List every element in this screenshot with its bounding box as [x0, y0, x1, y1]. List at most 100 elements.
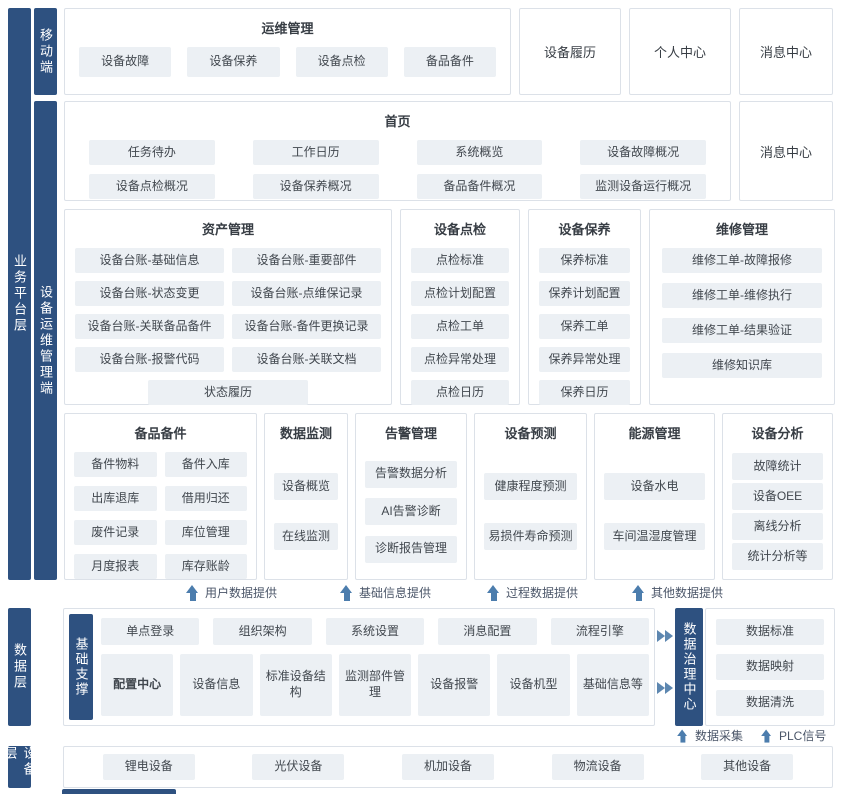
diagram-node: 设备台账-重要部件: [232, 248, 381, 273]
diagram-node: AI告警诊断: [365, 498, 457, 525]
panel-message-center-mobile: 消息中心: [739, 8, 833, 95]
data-flow-arrows: 用户数据提供 基础信息提供 过程数据提供 其他数据提供: [8, 580, 833, 608]
diagram-node: 故障统计: [732, 453, 823, 480]
layer-label-mobile: 移动端: [34, 8, 57, 95]
section-title: 数据监测: [279, 426, 332, 441]
diagram-node: 备件入库: [164, 452, 247, 477]
diagram-node: 出库退库: [74, 486, 157, 511]
up-arrow-icon: [186, 584, 199, 601]
home-items: 任务待办 工作日历 系统概览 设备故障概况 设备点检概况 设备保养概况 备品备件…: [65, 138, 730, 199]
diagram-node: 诊断报告管理: [365, 535, 457, 563]
section-title: 设备预测: [504, 426, 557, 441]
up-arrow-icon: [487, 584, 500, 601]
panel-spare-parts: 备品备件 备件物料 备件入库 出库退库 借用归还 废件记录 库位管理 月度报表 …: [64, 413, 257, 580]
diagram-node: 离线分析: [732, 513, 823, 540]
double-chevron-right-icon: [657, 682, 673, 694]
diagram-node: 设备OEE: [732, 483, 823, 510]
flow-label: 其他数据提供: [651, 586, 724, 600]
predict-items: 健康程度预测 易损件寿命预测: [475, 450, 586, 579]
repair-items: 维修工单-故障报修 维修工单-维修执行 维修工单-结果验证 维修知识库: [650, 246, 834, 378]
flow-label: 基础信息提供: [359, 586, 432, 600]
panel-data-governance: 数据标准 数据映射 数据清洗: [705, 608, 835, 726]
diagram-node: 数据清洗: [716, 689, 824, 716]
diagram-node: 设备故障概况: [580, 140, 706, 165]
diagram-node: 维修工单-维修执行: [662, 283, 822, 308]
diagram-node: 点检工单: [411, 314, 509, 339]
business-platform-content: 移动端 运维管理 设备故障 设备保养 设备点检 备品备件 设备履历 个人中心 消…: [34, 8, 835, 580]
section-title: 维修管理: [715, 222, 768, 237]
flow-arrow-group: PLC信号: [760, 727, 826, 744]
up-arrow-icon: [761, 728, 772, 743]
section-title: 运维管理: [261, 21, 314, 36]
diagram-node: 系统设置: [325, 618, 425, 645]
diagram-node: 设备故障: [79, 47, 172, 77]
diagram-node: 点检日历: [411, 380, 509, 405]
section-title: 设备分析: [751, 426, 804, 441]
diagram-node: 维修工单-故障报修: [662, 248, 822, 273]
platform-row-home: 首页 任务待办 工作日历 系统概览 设备故障概况 设备点检概况 设备保养概况 备…: [64, 101, 833, 201]
equipment-content: 锂电设备 光伏设备 机加设备 物流设备 其他设备: [63, 746, 833, 788]
diagram-node: 监测设备运行概况: [580, 174, 706, 199]
panel-inspection: 设备点检 点检标准 点检计划配置 点检工单 点检异常处理 点检日历: [400, 209, 520, 405]
layer-label-business-platform: 业务平台层: [8, 8, 31, 580]
panel-home: 首页 任务待办 工作日历 系统概览 设备故障概况 设备点检概况 设备保养概况 备…: [64, 101, 731, 201]
diagram-node: 数据标准: [716, 618, 824, 645]
monitor-items: 设备概览 在线监测: [265, 450, 347, 579]
equipment-layer: 设备层 锂电设备 光伏设备 机加设备 物流设备 其他设备: [3, 746, 833, 788]
panel-base-support: 基础支撑 单点登录 组织架构 系统设置 消息配置 流程引擎 配置中心 设备信息 …: [63, 608, 655, 726]
diagram-node: 单点登录: [101, 618, 200, 645]
platform-row-spare: 备品备件 备件物料 备件入库 出库退库 借用归还 废件记录 库位管理 月度报表 …: [64, 413, 833, 580]
diagram-node: 光伏设备: [252, 754, 345, 780]
diagram-node: 标准设备结构: [259, 654, 332, 716]
diagram-node: 月度报表: [74, 554, 157, 579]
flow-label: PLC信号: [779, 729, 827, 743]
diagram-node: 库存账龄: [164, 554, 247, 579]
up-arrow-icon: [632, 584, 645, 601]
panel-asset-management: 资产管理 设备台账-基础信息 设备台账-重要部件 设备台账-状态变更 设备台账-…: [64, 209, 392, 405]
panel-ops-management: 运维管理 设备故障 设备保养 设备点检 备品备件: [64, 8, 511, 95]
diagram-node: 锂电设备: [102, 754, 195, 780]
diagram-node: 健康程度预测: [484, 473, 577, 500]
spare-items: 备件物料 备件入库 出库退库 借用归还 废件记录 库位管理 月度报表 库存账龄: [65, 450, 256, 579]
diagram-node: 车间温湿度管理: [604, 523, 705, 550]
diagram-node: 统计分析等: [732, 543, 823, 570]
layer-label-data: 数据层: [8, 608, 31, 726]
panel-personal-center: 个人中心: [629, 8, 731, 95]
flow-label: 用户数据提供: [205, 586, 278, 600]
layer-label-equipment: 设备层: [3, 746, 37, 788]
panel-maintenance: 设备保养 保养标准 保养计划配置 保养工单 保养异常处理 保养日历: [528, 209, 641, 405]
diagram-node: 设备台账-关联文档: [232, 347, 381, 372]
base-support-row1: 单点登录 组织架构 系统设置 消息配置 流程引擎: [101, 618, 650, 645]
panel-repair-management: 维修管理 维修工单-故障报修 维修工单-维修执行 维修工单-结果验证 维修知识库: [649, 209, 835, 405]
cutoff-next-section-bar: [62, 789, 176, 794]
layer-label-device-management: 设备运维管理端: [34, 101, 57, 580]
diagram-node: 易损件寿命预测: [484, 523, 577, 550]
diagram-node: 其他设备: [701, 754, 794, 780]
diagram-node: 点检异常处理: [411, 347, 509, 372]
flow-arrow-group: 过程数据提供: [487, 584, 578, 601]
diagram-node: 库位管理: [164, 520, 247, 545]
base-support-content: 单点登录 组织架构 系统设置 消息配置 流程引擎 配置中心 设备信息 标准设备结…: [101, 614, 650, 720]
diagram-node: 设备保养概况: [252, 174, 379, 199]
diagram-node: 组织架构: [213, 618, 312, 645]
device-management-content: 首页 任务待办 工作日历 系统概览 设备故障概况 设备点检概况 设备保养概况 备…: [64, 101, 835, 580]
asset-items: 设备台账-基础信息 设备台账-重要部件 设备台账-状态变更 设备台账-点维保记录…: [65, 246, 391, 405]
diagram-node: 设备台账-关联备品备件: [75, 314, 224, 339]
layer-label-base-support: 基础支撑: [69, 614, 93, 720]
analysis-items: 故障统计 设备OEE 离线分析 统计分析等: [723, 450, 832, 579]
mobile-content: 运维管理 设备故障 设备保养 设备点检 备品备件 设备履历 个人中心 消息中心: [64, 8, 833, 95]
flow-arrow-group: 其他数据提供: [632, 584, 723, 601]
diagram-node: 物流设备: [551, 754, 644, 780]
section-title: 备品备件: [134, 426, 187, 441]
diagram-node: 设备点检: [295, 47, 388, 77]
panel-alarm-management: 告警管理 告警数据分析 AI告警诊断 诊断报告管理: [355, 413, 467, 580]
diagram-node: 保养计划配置: [539, 281, 630, 306]
diagram-node: 基础信息等: [576, 654, 649, 716]
up-arrow-icon: [340, 584, 353, 601]
collection-arrows: 数据采集 PLC信号: [8, 726, 833, 746]
diagram-node: 设备点检概况: [89, 174, 215, 199]
diagram-node: 保养日历: [539, 380, 630, 405]
diagram-node: 监测部件管理: [338, 654, 412, 716]
panel-data-monitoring: 数据监测 设备概览 在线监测: [264, 413, 348, 580]
